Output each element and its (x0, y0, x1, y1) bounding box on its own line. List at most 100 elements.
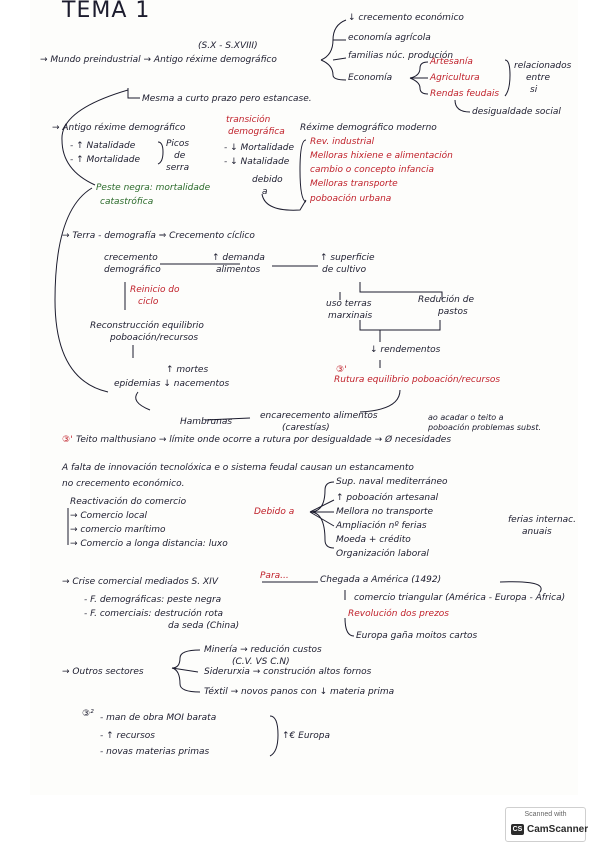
pasture-reduction-1: Redución de (418, 295, 474, 305)
saw-label: serra (166, 163, 190, 173)
famines-label: Hambrunas (180, 417, 233, 427)
commercial-factors: - F. comerciais: destrución rota (84, 609, 223, 619)
cheap-labour: - man de obra MOI barata (100, 713, 217, 723)
agricultural-economy-note: economía agrícola (348, 33, 431, 43)
para-label: Para... (260, 571, 289, 581)
transport-improvement: Mellora no transporte (336, 507, 434, 517)
cycle-surface-1: ↑ superficie (320, 253, 375, 263)
long-distance-trade: → Comercio a longa distancia: luxo (70, 539, 228, 549)
reconstruction-1: Reconstrucción equilibrio (90, 321, 204, 331)
black-death-note: Peste negra: mortalidade (96, 183, 211, 193)
marginal-lands-2: marxinais (328, 311, 373, 321)
camscanner-name: CamScanner (527, 824, 589, 835)
food-price-rise: encarecemento alimentos (260, 411, 378, 421)
feudal-rents-item: Rendas feudais (430, 89, 500, 99)
europe-profits: Europa gaña moitos cartos (356, 631, 478, 641)
stagnation-line-1: A falta de innovación tecnolóxica e o si… (62, 463, 414, 473)
international-fairs-1: ferias internac. (508, 515, 576, 525)
section7-number: ③² (82, 709, 94, 719)
maritime-trade: → comercio marítimo (70, 525, 166, 535)
textile-item: Téxtil → novos panos con ↓ materia prima (204, 687, 395, 697)
high-birthrate-item: - ↑ Natalidade (70, 141, 136, 151)
cv-cn-note: (C.V. VS C.N) (232, 657, 290, 667)
short-term-note: Mesma a curto prazo pero estancase. (142, 94, 312, 104)
social-inequality-note: desigualdade social (472, 107, 561, 117)
europe-wealth: ↑€ Europa (282, 731, 330, 741)
agriculture-item: Agricultura (430, 73, 480, 83)
cycle-surface-2: de cultivo (322, 265, 367, 275)
stagnation-line-2: no crecemento económico. (62, 479, 185, 489)
crafts-item: Artesanía (430, 57, 473, 67)
reconstruction-2: poboación/recursos (110, 333, 199, 343)
cycle-growth-1: crecemento (104, 253, 158, 263)
scanned-with-label: Scanned with (524, 811, 567, 818)
naval-supremacy: Sup. naval mediterráneo (336, 477, 448, 487)
new-raw-materials: - novas materias primas (100, 747, 210, 757)
malthusian-ceiling: Teito malthusiano → límite onde ocorre a… (76, 435, 452, 445)
rupture-number: ③' (336, 365, 347, 375)
cycle-demand-1: ↑ demanda (212, 253, 265, 263)
family-production-note: familias núc. produción (348, 51, 454, 61)
cycle-restart-2: ciclo (138, 297, 159, 307)
low-birthrate-item: - ↓ Natalidade (224, 157, 290, 167)
demographic-label: demográfica (228, 127, 285, 137)
ceiling-note-1: ao acadar o teito a (428, 413, 504, 422)
related-note-3: si (530, 85, 538, 95)
ceiling-note-2: poboación problemas subst. (428, 423, 542, 432)
due-to-trade: Debido a (254, 507, 295, 517)
related-note-2: entre (526, 73, 551, 83)
other-sectors-line: → Outros sectores (62, 667, 144, 677)
marginal-lands-1: uso terras (326, 299, 372, 309)
ceiling-number: ③' (62, 435, 73, 445)
period-label: (S.X - S.XVIII) (198, 41, 258, 51)
silk-road: da seda (China) (168, 621, 240, 631)
cause-transport: Melloras transporte (310, 179, 398, 189)
cause-urban-population: poboación urbana (310, 194, 392, 204)
labour-organisation: Organización laboral (336, 549, 429, 559)
high-mortality-item: - ↑ Mortalidade (70, 155, 141, 165)
commercial-crisis-line: → Crise comercial mediados S. XIV (62, 577, 218, 587)
triangular-trade: comercio triangular (América - Europa - … (354, 593, 566, 603)
camscanner-logo-icon: CS (511, 824, 524, 835)
cycle-demand-2: alimentos (216, 265, 261, 275)
low-mortality-item: - ↓ Mortalidade (224, 143, 295, 153)
economy-note: Economía (348, 73, 393, 83)
trade-revival: Reactivación do comercio (70, 497, 187, 507)
cycle-growth-2: demográfico (104, 265, 161, 275)
cause-industrial-rev: Rev. industrial (310, 137, 375, 147)
cycle-restart-1: Reinicio do (130, 285, 180, 295)
due-to-label: debido (252, 175, 283, 185)
cause-hygiene: Melloras hixiene e alimentación (310, 151, 453, 161)
peaks-label: Picos (166, 139, 190, 149)
page-title: TEMA 1 (62, 0, 151, 23)
fairs-expansion: Ampliación nº ferias (336, 521, 427, 531)
more-resources: - ↑ recursos (100, 731, 155, 741)
due-to-a-label: a (262, 187, 268, 197)
demographic-factors: - F. demográficas: peste negra (84, 595, 222, 605)
deaths-up: ↑ mortes (166, 365, 209, 375)
arrival-america: Chegada a América (1492) (320, 575, 442, 585)
camscanner-watermark: Scanned with CS CamScanner (505, 807, 589, 842)
price-revolution: Revolución dos prezos (348, 609, 449, 619)
related-note-1: relacionados (514, 61, 572, 71)
international-fairs-2: anuais (522, 527, 552, 537)
rupture-equilibrium: Rutura equilibrio poboación/recursos (334, 375, 501, 385)
of-label: de (174, 151, 186, 161)
preindustrial-line: → Mundo preindustrial → Antigo réxime de… (40, 55, 277, 65)
modern-regime-label: Réxime demográfico moderno (300, 123, 437, 133)
notebook-page (30, 0, 578, 795)
steel-item: Siderurxia → construción altos fornos (204, 667, 372, 677)
mining-item: Minería → redución custos (204, 645, 322, 655)
local-trade: → Comercio local (70, 511, 147, 521)
artisan-population: ↑ poboación artesanal (336, 493, 439, 503)
econ-growth-note: ↓ crecemento económico (348, 13, 464, 23)
land-demography-line: → Terra - demografía ⇒ Crecemento cíclic… (62, 231, 255, 241)
catastrophic-note: catastrófica (100, 197, 154, 207)
transition-label: transición (226, 115, 271, 125)
currency-credit: Moeda + crédito (336, 535, 411, 545)
old-regime-line: → Antigo réxime demográfico (52, 123, 186, 133)
yields-drop: ↓ rendementos (370, 345, 441, 355)
cause-childhood: cambio o concepto infancia (310, 165, 434, 175)
epidemics-births: epidemias ↓ nacementos (114, 379, 230, 389)
